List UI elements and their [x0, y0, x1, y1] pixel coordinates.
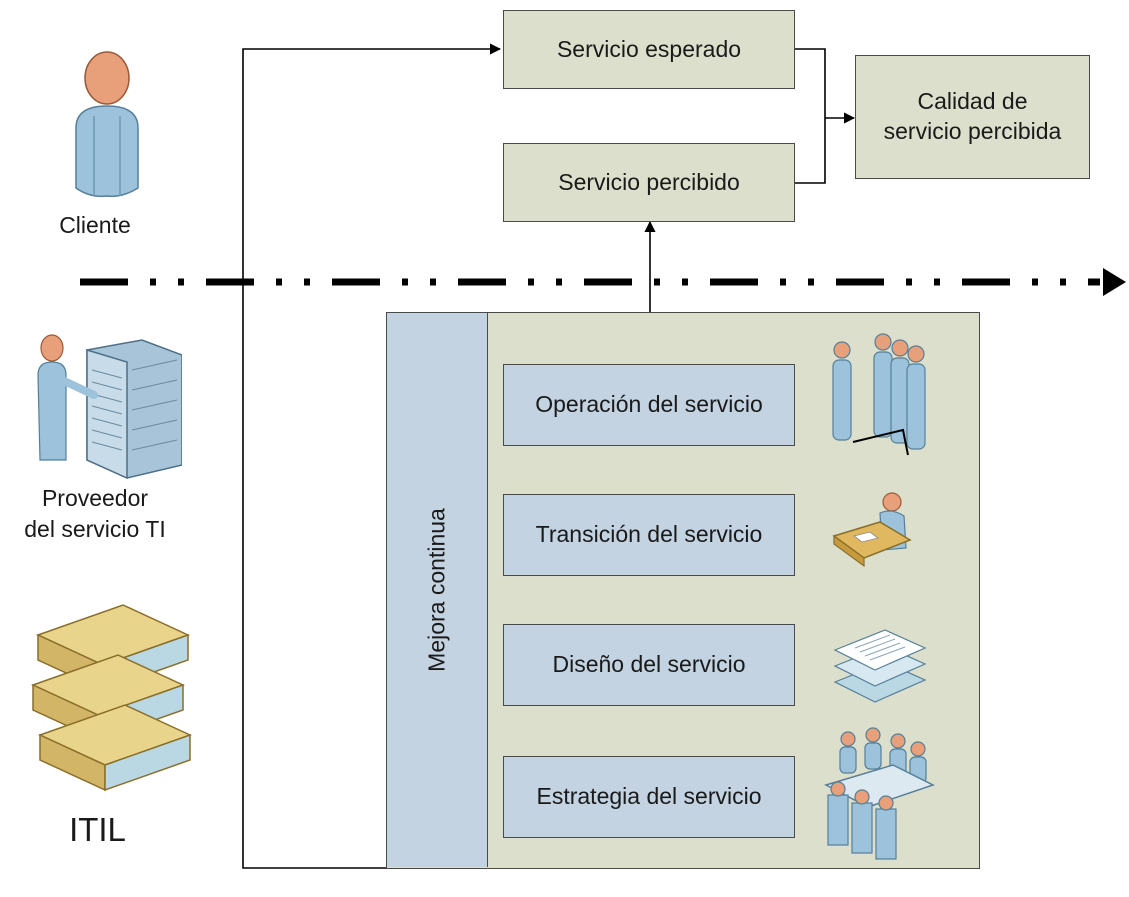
proveedor-label-line1: Proveedor	[41, 485, 149, 511]
itil-label: ITIL	[69, 811, 126, 848]
calidad-label-line1: Calidad de	[917, 88, 1028, 115]
join-percibido	[795, 118, 826, 184]
mejora-continua-label: Mejora continua	[423, 508, 450, 672]
proveedor-label-line2: del servicio TI	[24, 516, 166, 543]
desk-worker-icon	[832, 492, 912, 568]
servicio-esperado-box: Servicio esperado	[503, 10, 795, 89]
stage-transicion-label: Transición del servicio	[535, 521, 763, 548]
stage-operacion-label: Operación del servicio	[535, 391, 763, 418]
stage-estrategia: Estrategia del servicio	[503, 756, 795, 838]
documents-icon	[833, 629, 927, 703]
mejora-continua-bar: Mejora continua	[387, 313, 488, 867]
join-esperado	[795, 48, 826, 118]
server-rack-icon	[37, 334, 182, 480]
boundary-arrowhead	[1103, 268, 1126, 296]
proveedor-label: Proveedor del servicio TI	[0, 483, 190, 545]
team-icon	[832, 333, 926, 456]
stage-transicion: Transición del servicio	[503, 494, 795, 576]
person-icon	[75, 51, 139, 198]
servicio-percibido-label: Servicio percibido	[558, 168, 740, 195]
stage-diseno-label: Diseño del servicio	[552, 651, 746, 678]
calidad-label-line2: servicio percibida	[883, 118, 1062, 144]
calidad-box: Calidad de servicio percibida	[855, 55, 1090, 179]
stage-diseno: Diseño del servicio	[503, 624, 795, 706]
servicio-esperado-label: Servicio esperado	[556, 35, 742, 62]
meeting-icon	[824, 727, 935, 860]
stage-operacion: Operación del servicio	[503, 364, 795, 446]
servicio-percibido-box: Servicio percibido	[503, 143, 795, 222]
stage-estrategia-label: Estrategia del servicio	[536, 783, 762, 810]
books-icon	[31, 604, 192, 792]
cliente-label: Cliente	[59, 212, 131, 238]
